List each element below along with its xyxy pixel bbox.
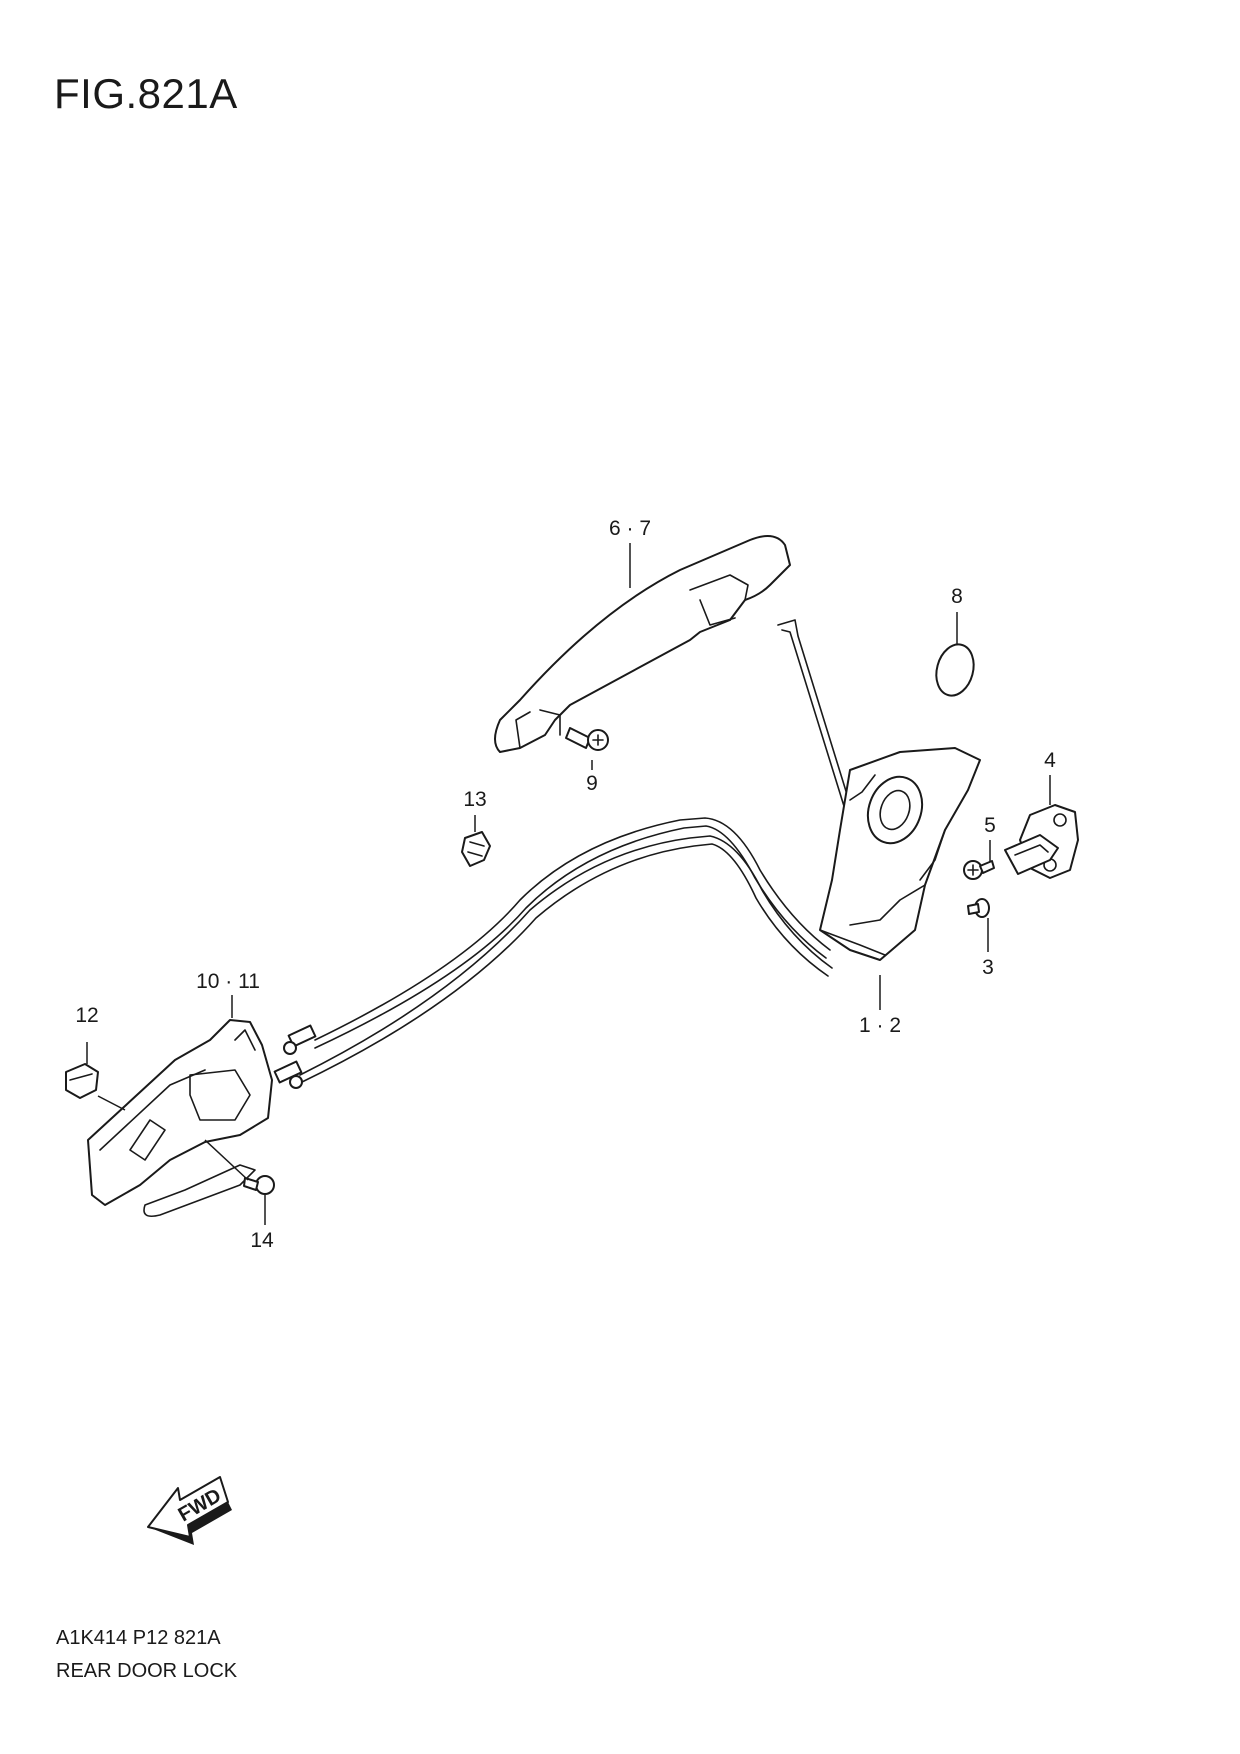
handle-bolt [565,727,609,751]
callout-6-7: 6 · 7 [609,517,651,540]
handle-screw [243,1175,275,1195]
callout-3: 3 [982,956,994,979]
cable-clip [461,831,491,867]
callout-5: 5 [984,814,996,837]
callout-13: 13 [463,788,486,811]
callout-12: 12 [75,1004,98,1027]
figure-title: FIG.821A [54,70,238,117]
callout-4: 4 [1044,749,1056,772]
striker-screw [963,860,995,880]
door-lock-assembly [819,747,981,961]
door-lock-cables [273,817,833,1089]
handle-clip [65,1063,99,1099]
door-striker [1004,804,1079,879]
footer-figure-name: REAR DOOR LOCK [56,1660,238,1682]
lock-screw [967,898,990,918]
callout-8: 8 [951,585,963,608]
outside-door-handle [494,535,791,753]
callout-10-11: 10 · 11 [196,970,260,993]
footer-figure-code: A1K414 P12 821A [56,1627,221,1649]
leader-lines [86,543,1051,1225]
fwd-arrow-icon: FWD [147,1476,232,1545]
callout-14: 14 [250,1229,274,1252]
callout-9: 9 [586,772,598,795]
key-hole-cap [935,643,975,697]
inside-door-handle [87,1019,273,1218]
callout-1-2: 1 · 2 [859,1014,901,1037]
